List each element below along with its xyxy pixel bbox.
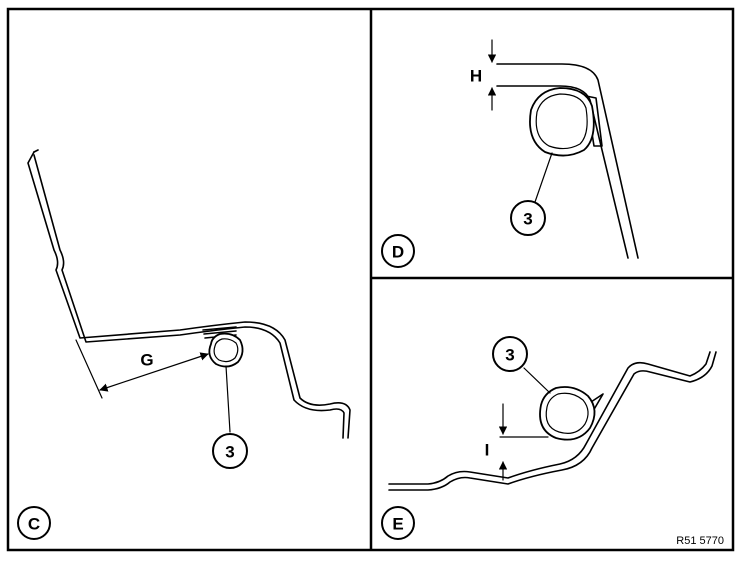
panel-d-part-callout-circle: [510, 200, 546, 236]
panel-e-sheet-outer: [388, 351, 711, 485]
panel-e-sheet-inner: [388, 351, 717, 491]
panel-e-dimension-label: I: [485, 441, 490, 460]
panel-e-seal-bulb: [539, 386, 596, 441]
reference-code: R51 5770: [676, 535, 724, 547]
panel-d-label-circle: [381, 234, 415, 268]
panel-e: I 3 E: [381, 336, 717, 540]
panel-c-part-callout-circle: [212, 433, 248, 469]
panel-d-seal-bulb: [529, 87, 595, 157]
panel-d-sheet-outer: [496, 63, 639, 259]
panel-c-label-circle: [17, 506, 51, 540]
panel-d-dimension-label: H: [470, 67, 482, 86]
panel-e-part-callout-number: 3: [505, 346, 514, 365]
panel-c-seal-bulb-inner: [213, 338, 239, 363]
panel-d-seal-bulb-inner: [535, 93, 588, 150]
panel-c: G 3 C: [17, 149, 351, 540]
panel-c-leader-line: [225, 365, 231, 433]
panel-c-sheet-inner: [33, 149, 345, 439]
panel-c-extension-line: [75, 339, 103, 399]
panel-c-dimension-line-g: [99, 352, 209, 392]
panel-e-label-circle: [381, 506, 415, 540]
panel-c-sheet-outer: [27, 151, 351, 439]
panel-d-part-callout-number: 3: [523, 210, 532, 229]
panel-e-part-callout-circle: [492, 336, 528, 372]
panel-e-seal-bulb-inner: [545, 392, 589, 434]
panel-c-dimension-label: G: [140, 351, 153, 370]
panel-c-part-callout-number: 3: [225, 443, 234, 462]
panel-d: H 3 D: [381, 39, 639, 268]
panel-d-leader-line: [534, 152, 553, 203]
panel-e-label: E: [392, 515, 403, 534]
panel-e-leader-line: [523, 367, 551, 394]
panel-c-label: C: [28, 515, 40, 534]
panel-d-label: D: [392, 243, 404, 262]
